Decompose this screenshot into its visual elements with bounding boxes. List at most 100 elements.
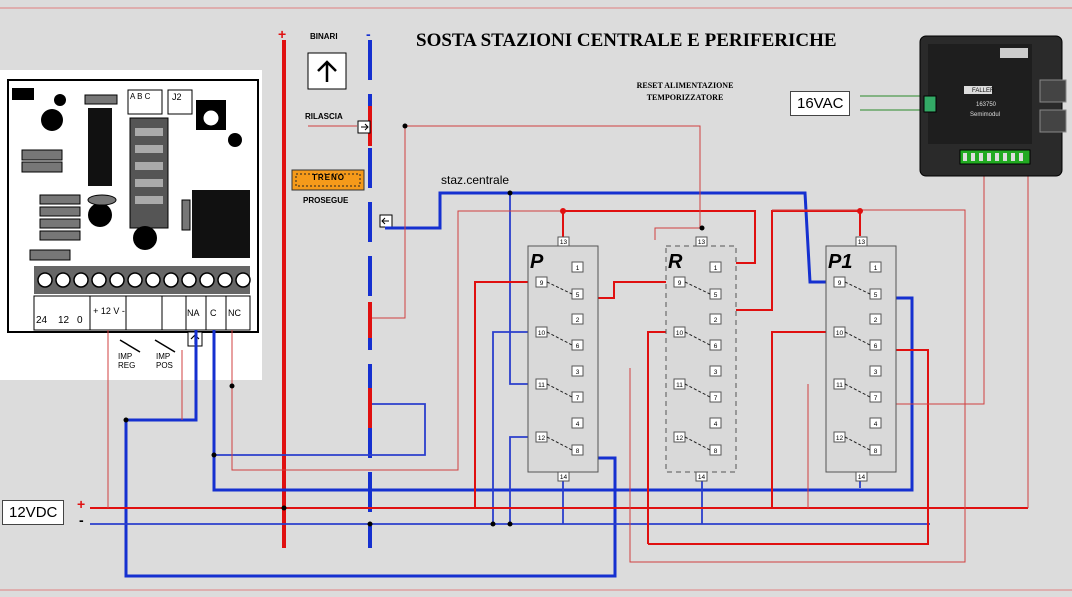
- relay-pin-box: [709, 261, 722, 273]
- relay-pin-label: 2: [714, 317, 718, 324]
- terminal-12: 12: [58, 315, 70, 326]
- green-wires: [860, 95, 930, 111]
- relay-pin-box: [571, 417, 584, 429]
- relay-pin-box: [869, 365, 882, 377]
- relay-pin-label: 1: [576, 265, 580, 272]
- relay-pin-label: 8: [714, 448, 718, 455]
- decoder-model: 163750: [976, 102, 997, 108]
- relay-pin-label: 7: [874, 395, 878, 402]
- relay-pin-label: 14: [560, 474, 568, 481]
- treno-sign: [291, 169, 365, 191]
- vdc-minus: -: [79, 512, 84, 528]
- relay-pin-label: 7: [576, 395, 580, 402]
- jumper-j2-label: J2: [172, 92, 182, 102]
- relay-pin-label: 2: [874, 317, 878, 324]
- staz-sensor: [379, 214, 393, 228]
- vac-label: 16VAC: [790, 91, 851, 116]
- relay-pin-label: 8: [874, 448, 878, 455]
- direction-arrow-icon: [307, 52, 347, 90]
- diagram-title: SOSTA STAZIONI CENTRALE E PERIFERICHE: [416, 30, 837, 51]
- relay-pin-label: 3: [576, 369, 580, 376]
- relay-r-name: R: [668, 251, 683, 273]
- red-dots: [560, 208, 863, 214]
- relay-pin-label: 8: [576, 448, 580, 455]
- relay-pin-label: 3: [874, 369, 878, 376]
- relay-pin-label: 12: [538, 435, 546, 442]
- control-board: [0, 70, 262, 380]
- relay-pin-box: [709, 339, 722, 351]
- thin-red-wires: [107, 125, 1029, 563]
- vdc-label: 12VDC: [2, 500, 65, 525]
- relay-pin-box: [709, 417, 722, 429]
- relay-pin-label: 6: [874, 343, 878, 350]
- relay-pin-label: 5: [576, 292, 580, 299]
- decoder-sub: Semimodul: [970, 112, 1001, 118]
- relay-pin-label: 9: [678, 280, 682, 287]
- relay-pin-label: 2: [576, 317, 580, 324]
- relay-pin-box: [869, 313, 882, 325]
- subtitle-line-1: RESET ALIMENTAZIONE: [636, 81, 734, 90]
- junction-dots: [123, 123, 705, 527]
- relay-top-pin: [695, 236, 708, 247]
- staz-centrale-label: staz.centrale: [441, 173, 510, 187]
- relay-pin-label: 13: [698, 239, 706, 246]
- relay-pin-label: 9: [838, 280, 842, 287]
- relay-pin-label: 10: [676, 330, 684, 337]
- relay-pin-label: 11: [836, 382, 843, 389]
- relay-pin-box: [869, 261, 882, 273]
- vdc-plus: +: [77, 496, 86, 512]
- relay-bottom-pin: [855, 471, 868, 482]
- relay-pin-label: 11: [676, 382, 683, 389]
- binari-label: BINARI: [310, 32, 338, 41]
- relay-pin-label: 10: [538, 330, 546, 337]
- rilascia-label: RILASCIA: [305, 112, 343, 121]
- relay-p1-name: P1: [828, 251, 852, 273]
- relay-pin-label: 12: [676, 435, 684, 442]
- subtitle-line-2: TEMPORIZZATORE: [646, 93, 724, 102]
- relay-pin-label: 7: [714, 395, 718, 402]
- terminal-0: 0: [77, 315, 83, 326]
- relay-pin-label: 10: [836, 330, 844, 337]
- relay-pin-label: 5: [714, 292, 718, 299]
- terminal-12v: + 12 V -: [93, 306, 125, 316]
- relay-pin-label: 11: [538, 382, 545, 389]
- relay-pin-box: [709, 365, 722, 377]
- decoder-brand: FALLER: [972, 88, 995, 94]
- relay-pin-label: 9: [540, 280, 544, 287]
- terminal-24: 24: [36, 315, 48, 326]
- relay-pin-box: [869, 444, 882, 456]
- terminal-nc: NC: [228, 308, 241, 318]
- relay-pin-label: 6: [714, 343, 718, 350]
- decoder-module: [919, 35, 1067, 177]
- relay-pin-box: [571, 365, 584, 377]
- relay-pin-box: [709, 391, 722, 403]
- relay-pin-label: 3: [714, 369, 718, 376]
- relay-pin-box: [709, 313, 722, 325]
- red-wires: [90, 210, 1028, 545]
- relay-top-pin: [855, 236, 868, 247]
- relay-pin-label: 14: [858, 474, 866, 481]
- relay-pin-label: 1: [714, 265, 718, 272]
- rail-plus-sign: +: [278, 26, 287, 42]
- diagram-subtitle: RESET ALIMENTAZIONE TEMPORIZZATORE: [610, 80, 760, 104]
- relay-pin-box: [571, 444, 584, 456]
- rail-minus-sign: -: [366, 26, 371, 42]
- relay-pin-box: [571, 313, 584, 325]
- relay-bottom-pin: [695, 471, 708, 482]
- relay-pin-box: [869, 417, 882, 429]
- relay-pin-label: 13: [858, 239, 866, 246]
- relay-top-pin: [557, 236, 570, 247]
- relay-pin-label: 5: [874, 292, 878, 299]
- jumper-abc-label: A B C: [130, 92, 151, 101]
- relay-pin-label: 4: [714, 421, 718, 428]
- relay-pin-box: [709, 444, 722, 456]
- relay-pin-box: [571, 261, 584, 273]
- prosegue-label: PROSEGUE: [303, 196, 349, 205]
- relay-pin-box: [571, 391, 584, 403]
- relay-pin-label: 4: [874, 421, 878, 428]
- relay-pin-box: [571, 339, 584, 351]
- rilascia-sensor: [357, 120, 371, 134]
- relay-p-name: P: [530, 251, 544, 273]
